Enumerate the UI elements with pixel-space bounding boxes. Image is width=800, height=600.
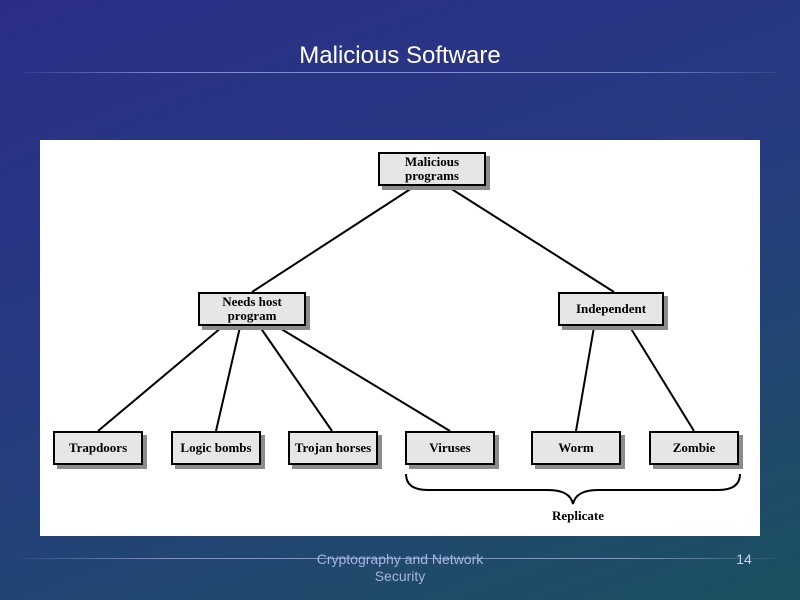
replicate-brace — [405, 473, 741, 505]
diagram-connectors — [97, 187, 741, 505]
edge-independent-zombie — [629, 326, 695, 432]
edge-needs-host-viruses — [277, 326, 451, 432]
footer-divider — [22, 558, 778, 559]
edge-root-needs-host — [251, 187, 413, 293]
edge-needs-host-trapdoors — [97, 326, 223, 432]
node-independent: Independent — [558, 292, 664, 326]
edge-independent-worm — [575, 326, 595, 432]
node-logic-bombs: Logic bombs — [171, 431, 261, 465]
diagram-panel: Malicious programs Needs host program In… — [40, 140, 760, 536]
page-number: 14 — [736, 551, 752, 567]
edge-root-independent — [449, 187, 615, 293]
edge-needs-host-logic-bombs — [215, 326, 241, 432]
replicate-label: Replicate — [552, 508, 604, 523]
edge-needs-host-trojan-horses — [259, 326, 333, 432]
node-worm: Worm — [531, 431, 621, 465]
node-viruses: Viruses — [405, 431, 495, 465]
title-divider — [22, 72, 778, 73]
footer-text: Cryptography and Network Security — [316, 551, 484, 584]
slide-title: Malicious Software — [299, 42, 501, 69]
node-trapdoors: Trapdoors — [53, 431, 143, 465]
node-needs-host-program: Needs host program — [198, 292, 306, 326]
node-malicious-programs: Malicious programs — [378, 152, 486, 186]
node-trojan-horses: Trojan horses — [288, 431, 378, 465]
node-zombie: Zombie — [649, 431, 739, 465]
